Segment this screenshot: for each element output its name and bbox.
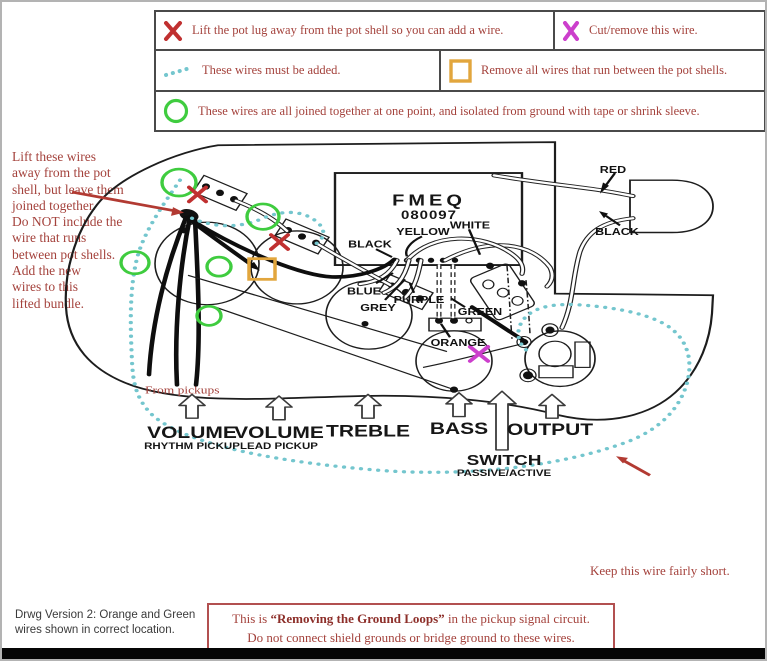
wiring-diagram: FMEQ 080097 — [64, 141, 715, 479]
green-circle-icon — [163, 98, 189, 124]
wire-label-black-battery: BLACK — [595, 227, 640, 238]
version-line: Drwg Version 2: Orange and Green — [15, 609, 196, 621]
note-line: between pot shells. — [12, 246, 116, 262]
note-line: shell, but leave them — [12, 181, 124, 197]
from-pickups-label: From pickups — [145, 384, 220, 396]
control-label-output: OUTPUT — [507, 421, 594, 439]
wire-label-black: BLACK — [348, 240, 393, 251]
pot-volume-lead — [250, 218, 344, 305]
cut-wire-x-marker — [467, 345, 491, 363]
legend-item-added-wires: These wires must be added. — [156, 51, 441, 92]
dotted-line-icon — [164, 65, 192, 77]
warning-suffix: in the pickup signal circuit. — [444, 611, 590, 626]
green-junction-markers — [119, 167, 281, 327]
legend-item-lift-lug: Lift the pot lug away from the pot shell… — [156, 12, 555, 51]
note-line: Do NOT include the — [12, 214, 123, 230]
wire-label-purple: PURPLE — [394, 295, 445, 306]
red-x-icon — [164, 20, 182, 41]
dash-dot-wire — [506, 265, 513, 339]
output-jack — [516, 323, 596, 388]
warning-bold: “Removing the Ground Loops” — [270, 611, 445, 626]
control-arrows — [178, 390, 566, 451]
warning-prefix: This is — [232, 611, 271, 626]
keep-wire-short-note: Keep this wire fairly short. — [590, 563, 730, 578]
legend-item-joined-wires: These wires are all joined together at o… — [156, 92, 764, 130]
wire — [212, 305, 455, 391]
bottom-black-strip — [2, 648, 765, 659]
added-wire-dotted-branch — [189, 210, 326, 246]
drawing-version-note: Drwg Version 2: Orange and Green wires s… — [15, 608, 205, 638]
red-x-markers — [186, 185, 291, 251]
legend-table: Lift the pot lug away from the pot shell… — [154, 10, 765, 132]
battery — [629, 179, 714, 234]
green-wires — [436, 264, 456, 319]
warning-line-1: This is “Removing the Ground Loops” in t… — [209, 609, 613, 628]
label-pointers — [375, 172, 621, 338]
wire-label-orange: ORANGE — [431, 338, 486, 349]
keep-short-arrow — [616, 456, 651, 477]
wire-label-green: GREEN — [458, 307, 502, 318]
magenta-x-icon — [563, 20, 579, 41]
wire-label-grey: GREY — [360, 303, 396, 314]
control-sub-passive-active: PASSIVE/ACTIVE — [457, 469, 551, 479]
note-line: away from the pot — [12, 165, 111, 181]
legend-text: Lift the pot lug away from the pot shell… — [192, 23, 504, 37]
control-label-treble: TREBLE — [326, 422, 410, 440]
switch-lug — [518, 280, 526, 287]
solder-dot — [450, 386, 458, 393]
control-label-switch: SWITCH — [467, 451, 542, 469]
legend-text: Remove all wires that run between the po… — [481, 63, 728, 77]
note-line: joined together. — [12, 197, 96, 213]
preamp-number: 080097 — [401, 208, 457, 221]
control-label-volume-rhythm: VOLUME — [147, 424, 237, 442]
legend-text: These wires must be added. — [202, 63, 341, 77]
warning-line-2: Do not connect shield grounds or bridge … — [247, 630, 575, 645]
control-sub-rhythm-pickup: RHYTHM PICKUP — [144, 442, 240, 452]
switch-arrow — [487, 390, 517, 451]
note-line: wire that runs — [12, 230, 87, 246]
wire-label-white: WHITE — [450, 221, 491, 232]
note-line: Add the new — [12, 263, 81, 279]
ground-loops-warning-box: This is “Removing the Ground Loops” in t… — [207, 603, 615, 651]
switch-lug — [486, 262, 494, 270]
wire-label-blue: BLUE — [347, 286, 382, 297]
fmeq-preamp-box: FMEQ 080097 — [333, 172, 524, 267]
legend-text: Cut/remove this wire. — [589, 23, 698, 37]
control-label-bass: BASS — [430, 420, 488, 438]
legend-item-cut-wire: Cut/remove this wire. — [555, 12, 764, 51]
orange-square-icon — [449, 58, 472, 83]
note-line: wires to this — [12, 279, 78, 295]
legend-item-remove-wires: Remove all wires that run between the po… — [441, 51, 764, 92]
solder-dot — [361, 320, 369, 327]
control-label-volume-lead: VOLUME — [234, 424, 324, 442]
lift-note-arrow — [71, 190, 184, 216]
control-plate-outline — [64, 141, 715, 421]
preamp-name: FMEQ — [392, 191, 466, 209]
legend-text: These wires are all joined together at o… — [198, 103, 700, 118]
version-line: wires shown in correct location. — [15, 624, 175, 636]
added-wire-dotted-path — [128, 178, 692, 474]
orange-square-marker — [247, 257, 277, 281]
dash-dot-wire — [525, 280, 531, 335]
wire — [187, 274, 448, 353]
wire-label-yellow: YELLOW — [396, 227, 450, 238]
wire-label-red: RED — [600, 165, 626, 176]
control-sub-lead-pickup: LEAD PICKUP — [240, 442, 318, 452]
note-line: Lift these wires — [12, 149, 96, 164]
